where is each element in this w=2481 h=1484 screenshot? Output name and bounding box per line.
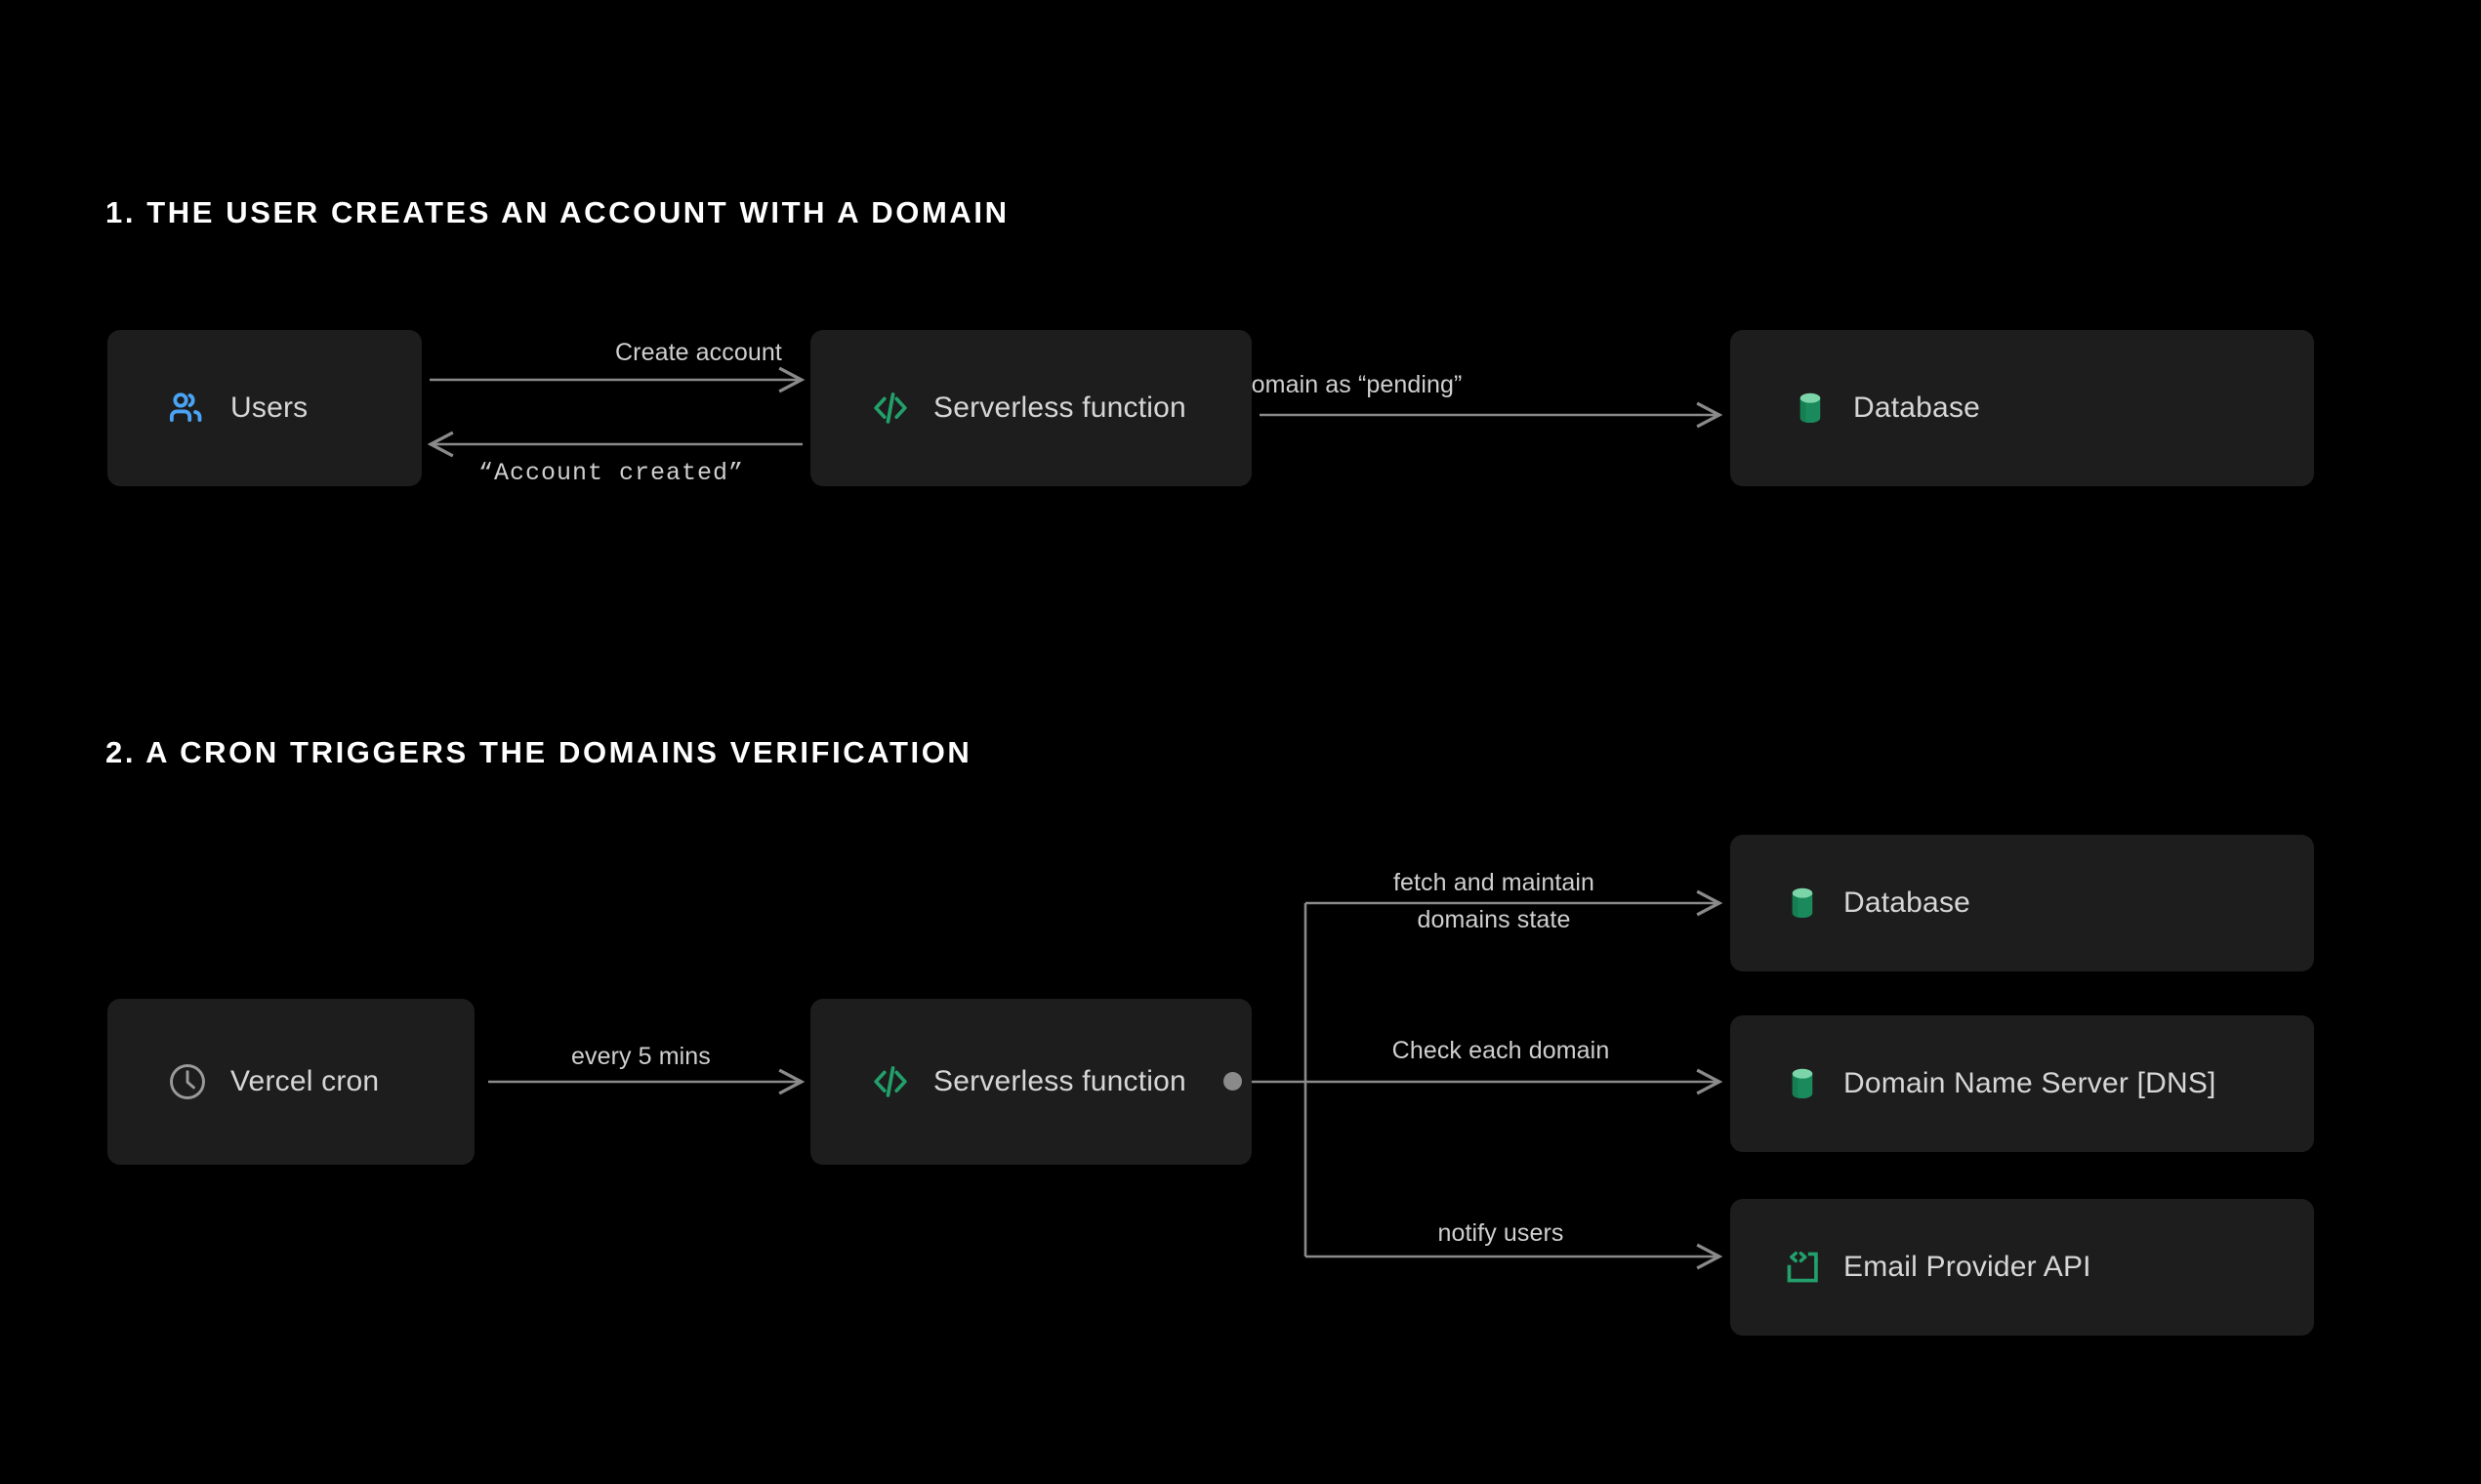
edge-label-domains-state: domains state [1417,906,1571,933]
api-bracket-icon [1781,1246,1824,1289]
database-icon [1781,1062,1824,1105]
edge-label-account-created: “Account created” [478,459,745,487]
edge-label-fetch-and-maintain: fetch and maintain [1392,869,1595,896]
node-users-label: Users [230,392,309,424]
database-icon [1789,387,1832,430]
node-users[interactable]: Users [107,330,422,486]
branch-connection-dot [1223,1072,1242,1091]
node-database-1-label: Database [1853,392,1981,424]
edge-label-create-account: Create account [615,339,782,366]
edge-label-notify-users: notify users [1437,1219,1564,1247]
users-icon [166,387,209,430]
section-1-heading: 1. THE USER CREATES AN ACCOUNT WITH A DO… [105,195,1010,229]
code-icon [869,387,912,430]
node-vercel-cron[interactable]: Vercel cron [107,999,475,1165]
node-serverless-function-1-label: Serverless function [933,392,1186,424]
node-serverless-function-1[interactable]: Serverless function [810,330,1252,486]
node-email-provider-api[interactable]: Email Provider API [1730,1199,2314,1336]
edge-label-check-each-domain: Check each domain [1391,1037,1610,1064]
edge-label-every-5-mins: every 5 mins [571,1043,711,1070]
database-icon [1781,882,1824,925]
node-domain-name-server[interactable]: Domain Name Server [DNS] [1730,1015,2314,1152]
code-icon [869,1060,912,1103]
node-serverless-function-2[interactable]: Serverless function [810,999,1252,1165]
node-vercel-cron-label: Vercel cron [230,1065,380,1097]
clock-icon [166,1060,209,1103]
node-email-provider-api-label: Email Provider API [1843,1251,2091,1283]
node-serverless-function-2-label: Serverless function [933,1065,1186,1097]
node-database-2[interactable]: Database [1730,835,2314,971]
node-database-1[interactable]: Database [1730,330,2314,486]
node-domain-name-server-label: Domain Name Server [DNS] [1843,1067,2216,1099]
node-database-2-label: Database [1843,886,1971,919]
section-2-heading: 2. A CRON TRIGGERS THE DOMAINS VERIFICAT… [105,735,972,769]
